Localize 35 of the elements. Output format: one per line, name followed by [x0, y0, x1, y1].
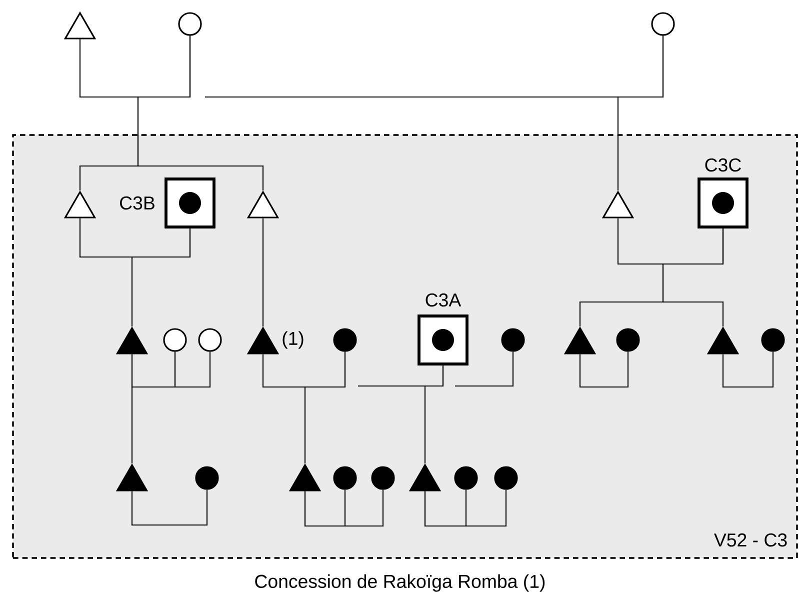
kinship-line — [662, 228, 724, 326]
kinship-line — [262, 218, 264, 326]
circle-symbol — [178, 12, 202, 36]
kinship-line — [304, 352, 346, 464]
kinship-line — [131, 490, 208, 526]
kinship-line — [579, 352, 629, 388]
circle-symbol — [163, 328, 187, 352]
kinship-line — [131, 352, 211, 388]
symbol-label: (1) — [282, 331, 304, 349]
dot-symbol — [761, 328, 785, 352]
kinship-line — [722, 352, 774, 388]
kinship-line — [424, 365, 444, 464]
circle-symbol — [651, 12, 675, 36]
dot-symbol — [501, 328, 525, 352]
kinship-line — [455, 352, 514, 387]
dot-symbol — [333, 328, 357, 352]
kinship-line — [137, 36, 264, 190]
dot-symbol — [454, 466, 478, 490]
kinship-line — [304, 490, 384, 527]
symbol-label: C3A — [426, 293, 462, 307]
caption: Concession de Rakoïga Romba (1) — [255, 574, 545, 592]
area-label: V52 - C3 — [714, 533, 787, 547]
dot-symbol — [494, 466, 518, 490]
dashed-area — [12, 134, 798, 559]
circle-symbol — [198, 328, 222, 352]
kinship-line — [131, 228, 191, 326]
symbol-label: C3B — [120, 196, 154, 210]
symbol-label: C3C — [705, 158, 741, 172]
kinship-line — [424, 490, 507, 527]
dot-symbol — [195, 466, 219, 490]
dot-symbol — [371, 466, 395, 490]
dot-symbol — [616, 328, 640, 352]
dot-symbol — [333, 466, 357, 490]
kinship-line — [617, 36, 664, 190]
kinship-line — [131, 352, 176, 464]
